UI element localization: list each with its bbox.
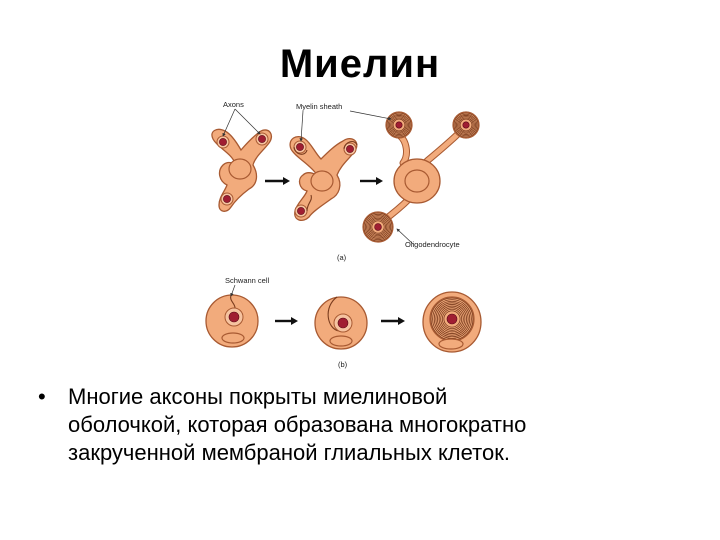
- axon-core: [346, 145, 354, 153]
- myelin-layer: [367, 216, 389, 238]
- myelin-layer: [443, 310, 461, 328]
- myelin-sheath: [429, 296, 475, 342]
- axon-core: [297, 207, 305, 215]
- myelin-layer: [371, 220, 385, 234]
- myelination-figure: Axons Myelin sheath Oligodendrocyte (a): [195, 95, 495, 370]
- myelin-layer: [386, 112, 412, 138]
- arrow-head: [283, 177, 290, 185]
- myelin-layer: [432, 299, 472, 339]
- myelin-layer: [437, 304, 467, 334]
- leader-line: [234, 108, 261, 135]
- myelination-diagram: Axons Myelin sheath Oligodendrocyte (a): [205, 100, 482, 369]
- oligodendrocyte-stage-2: [289, 135, 358, 222]
- myelin-layer: [454, 113, 478, 137]
- bullet-marker: •: [38, 384, 46, 409]
- axon-core: [223, 195, 231, 203]
- myelin-sheath: [385, 111, 413, 139]
- oligodendrocyte-stage-1: [211, 128, 273, 212]
- label-oligodendrocyte: Oligodendrocyte: [405, 240, 460, 249]
- membrane-fold: [343, 140, 358, 150]
- myelin-layer: [387, 113, 411, 137]
- bullet-line: оболочкой, которая образована многократн…: [68, 412, 527, 437]
- nucleus: [404, 169, 430, 193]
- axon-core: [337, 317, 349, 329]
- myelin-sheath: [452, 111, 480, 139]
- arrow-head: [398, 317, 405, 325]
- bullet-line: закрученной мембраной глиальных клеток.: [68, 440, 510, 465]
- myelin-layer: [435, 302, 469, 336]
- leader-line: [230, 284, 236, 297]
- myelin-layer: [392, 118, 406, 132]
- leader-line: [222, 108, 236, 137]
- label-myelin-sheath: Myelin sheath: [296, 102, 342, 111]
- myelin-layer: [370, 219, 386, 235]
- label-panel-b: (b): [338, 360, 348, 369]
- nucleus: [221, 332, 245, 344]
- bullet-line: Многие аксоны покрыты миелиновой: [68, 384, 448, 409]
- myelin-layer: [456, 115, 476, 135]
- schwann-cell-stage-2: [314, 296, 368, 350]
- oligodendrocyte-stage-3: [362, 111, 480, 243]
- myelin-layer: [390, 116, 408, 134]
- axon-core: [395, 121, 403, 129]
- myelin-layer: [366, 215, 390, 239]
- bullet-point: • Многие аксоны покрыты миелиновой оболо…: [38, 383, 688, 467]
- label-axons: Axons: [223, 100, 244, 109]
- axon-core: [374, 223, 382, 231]
- myelin-layer: [458, 117, 474, 133]
- label-schwann-cell: Schwann cell: [225, 276, 270, 285]
- myelin-layer: [441, 308, 463, 330]
- myelin-layer: [364, 213, 392, 241]
- myelin-sheath: [362, 211, 394, 243]
- leader-line: [349, 110, 392, 121]
- nucleus: [329, 335, 353, 347]
- slide-title: Миелин: [279, 42, 441, 86]
- axon-core: [228, 311, 240, 323]
- arrow-head: [376, 177, 383, 185]
- myelin-layer: [363, 212, 393, 242]
- schwann-cell-stage-1: [205, 294, 259, 348]
- myelin-layer: [391, 117, 407, 133]
- myelin-layer: [368, 217, 388, 237]
- nucleus: [438, 338, 464, 350]
- axon-core: [462, 121, 470, 129]
- axon-core: [219, 138, 227, 146]
- bullet-text: Многие аксоны покрыты миелиновой оболочк…: [68, 383, 526, 467]
- myelin-layer: [453, 112, 479, 138]
- nucleus: [310, 170, 334, 192]
- myelin-layer: [457, 116, 475, 134]
- leader-line: [396, 228, 414, 245]
- leader-line: [299, 110, 304, 142]
- myelin-layer: [440, 307, 464, 331]
- nucleus: [228, 158, 252, 180]
- axon-core: [296, 143, 304, 151]
- myelin-layer: [433, 300, 471, 338]
- label-panel-a: (a): [337, 253, 347, 262]
- membrane-fold: [293, 146, 308, 155]
- arrow-head: [291, 317, 298, 325]
- membrane-fold: [306, 194, 312, 212]
- myelin-layer: [459, 118, 473, 132]
- myelin-layer: [438, 305, 466, 333]
- schwann-cell-stage-3: [422, 291, 482, 353]
- axon-core: [258, 135, 266, 143]
- myelin-layer: [389, 115, 409, 135]
- axon-core: [446, 313, 458, 325]
